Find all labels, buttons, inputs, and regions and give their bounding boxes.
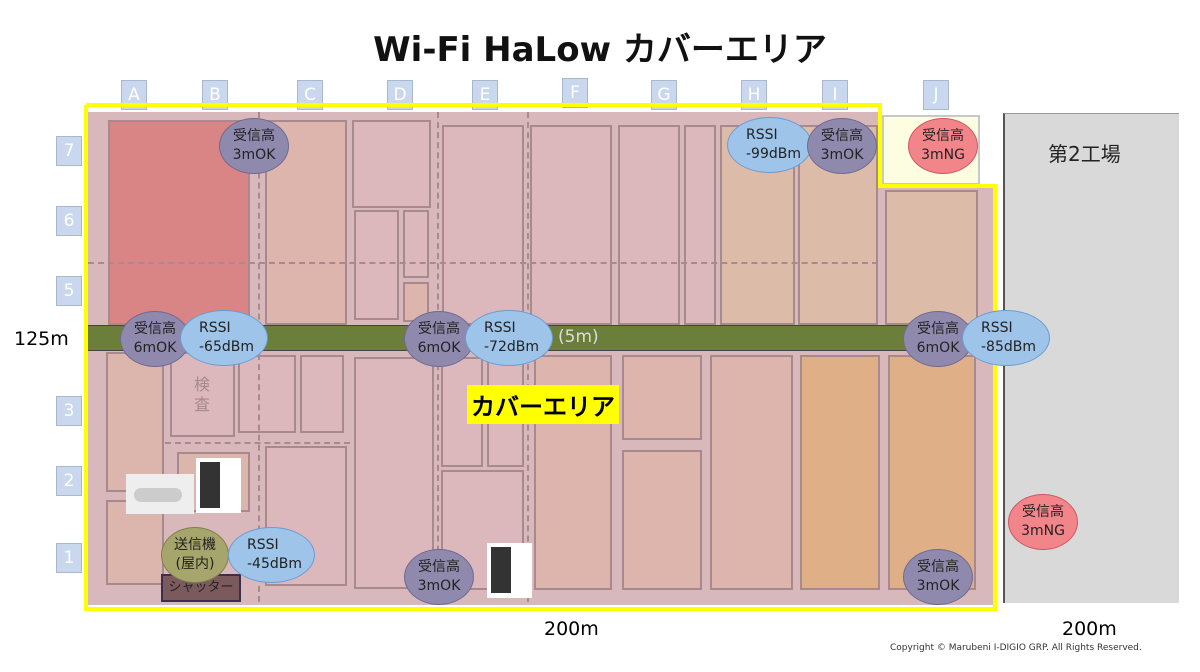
room [622, 450, 702, 590]
room [710, 355, 793, 590]
room [530, 125, 612, 325]
row-label: 2 [56, 466, 82, 496]
row-label: 5 [56, 276, 82, 306]
transmitter-point: 送信機(屋内) [161, 527, 229, 583]
copyright: Copyright © Marubeni I-DIGIO GRP. All Ri… [890, 643, 1142, 653]
room [352, 120, 431, 208]
rssi-point: RSSI-65dBm [180, 310, 268, 366]
row-label: 1 [56, 543, 82, 573]
room [622, 355, 702, 440]
room [106, 500, 164, 585]
room [354, 210, 399, 320]
coverage-area-label: カバーエリア [467, 385, 619, 424]
row-label: 3 [56, 396, 82, 426]
room [403, 210, 429, 278]
height-dimension: 125m [14, 328, 69, 350]
rssi-point: RSSI-85dBm [962, 310, 1050, 366]
room [354, 357, 434, 589]
aisle-line [165, 442, 350, 444]
room [800, 355, 880, 590]
inspection-label: 検査 [194, 375, 211, 414]
aisle-line [88, 262, 878, 264]
room [618, 125, 680, 325]
room [300, 355, 344, 433]
column-label: J [923, 80, 949, 110]
road-width-label: (5m) [558, 327, 599, 347]
halow-device-image [196, 458, 241, 513]
rssi-point: RSSI-45dBm [228, 527, 315, 583]
second-factory-label: 第2工場 [1048, 142, 1121, 166]
page-title: Wi-Fi HaLow カバーエリア [373, 30, 827, 70]
width-dimension-main: 200m [544, 618, 599, 640]
row-label: 6 [56, 206, 82, 236]
aisle-line [258, 112, 260, 602]
camera-image [126, 474, 194, 514]
row-label: 7 [56, 136, 82, 166]
rssi-point: RSSI-72dBm [465, 310, 553, 366]
room [684, 125, 716, 325]
width-dimension-right: 200m [1062, 618, 1117, 640]
room [238, 355, 296, 433]
halow-device-image [487, 543, 532, 598]
rssi-point: RSSI-99dBm [727, 117, 812, 173]
